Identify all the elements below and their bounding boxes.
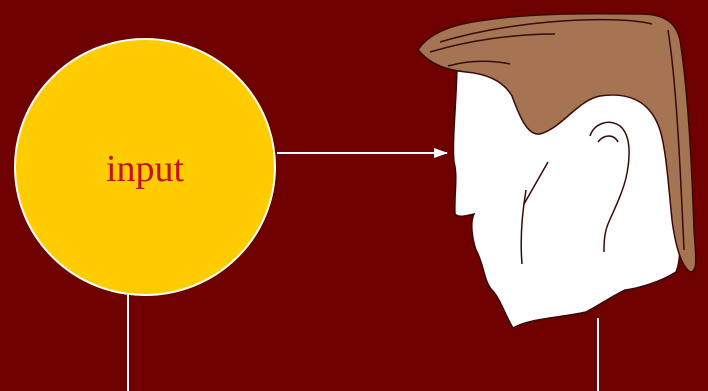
head-profile-icon <box>418 14 696 328</box>
input-node-label: input <box>106 148 185 190</box>
input-node: input <box>15 39 275 295</box>
